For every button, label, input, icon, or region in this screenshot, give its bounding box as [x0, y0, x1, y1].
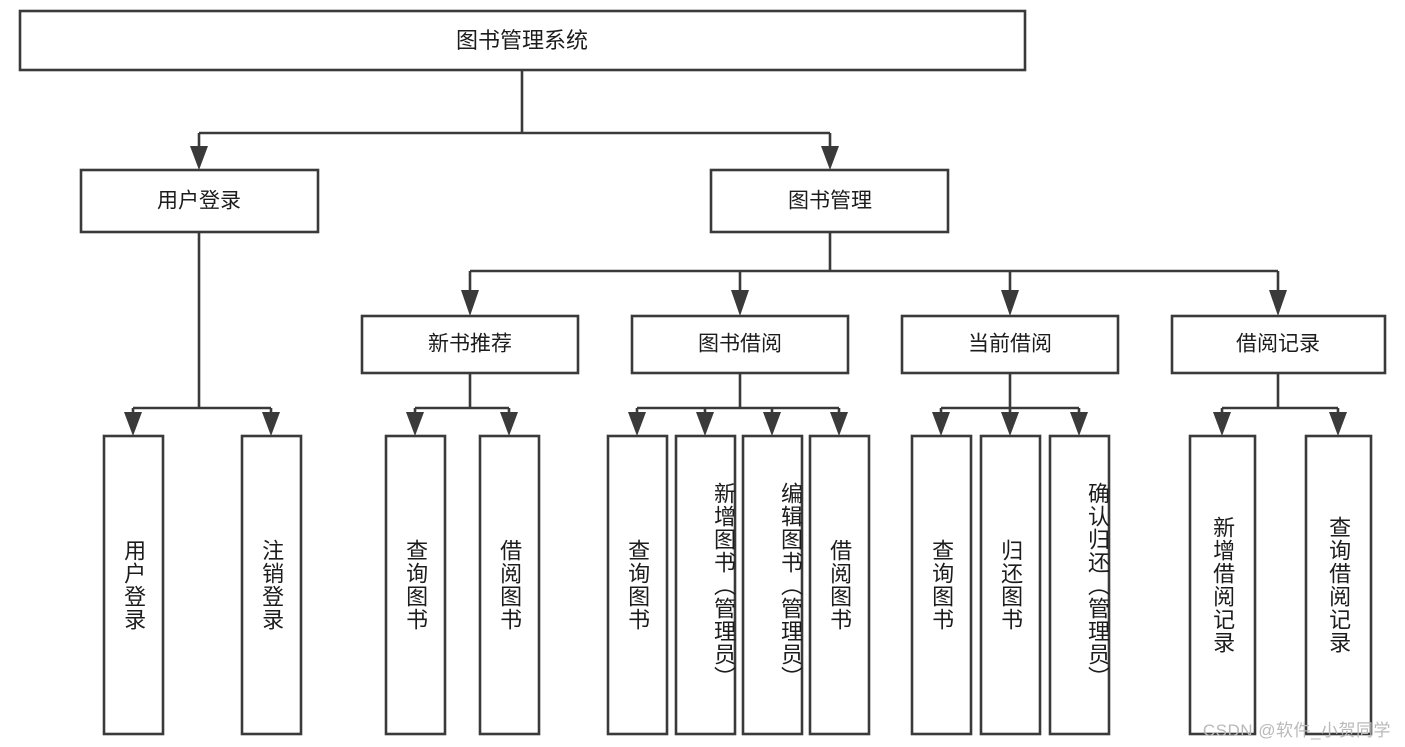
- arrow-currentborrow-leaf-1: [932, 412, 950, 436]
- node-box-user-login[interactable]: [79, 168, 320, 234]
- arrow-root-to-user-login: [190, 146, 208, 170]
- node-label-borrow-record: 借阅记录: [1236, 333, 1320, 356]
- arrow-newbook-leaf-1: [406, 412, 424, 436]
- leaf-box-new-book-1[interactable]: [384, 434, 447, 736]
- arrow-bookborrow-leaf-1: [628, 412, 646, 436]
- leaf-box-book-borrow-2[interactable]: [674, 434, 737, 736]
- arrow-currentborrow-leaf-2: [1001, 412, 1019, 436]
- node-box-borrow-record[interactable]: [1170, 314, 1387, 375]
- node-label-root: 图书管理系统: [456, 28, 588, 53]
- leaf-box-book-borrow-1[interactable]: [606, 434, 669, 736]
- leaf-box-user-login-2[interactable]: [240, 434, 303, 736]
- arrow-newbook-leaf-2: [500, 412, 518, 436]
- node-label-new-book-recommend: 新书推荐: [428, 333, 512, 356]
- node-label-book-management: 图书管理: [788, 190, 872, 213]
- arrow-bookmgmt-to-new-book: [461, 290, 479, 316]
- arrow-bookmgmt-to-book-borrow: [731, 290, 749, 316]
- arrow-bookmgmt-to-current-borrow: [1001, 290, 1019, 316]
- arrow-root-to-book-mgmt: [821, 146, 839, 170]
- arrow-borrowrecord-leaf-1: [1213, 412, 1231, 436]
- arrow-userlogin-leaf-2: [262, 412, 280, 436]
- node-box-root[interactable]: [18, 9, 1027, 72]
- arrow-userlogin-leaf-1: [124, 412, 142, 436]
- csdn-watermark: CSDN @软件_小贺同学: [1202, 721, 1391, 740]
- leaf-box-new-book-2[interactable]: [478, 434, 541, 736]
- node-label-book-borrow: 图书借阅: [698, 333, 782, 356]
- leaf-box-current-borrow-1[interactable]: [910, 434, 973, 736]
- connector-layer: [124, 70, 1347, 436]
- arrow-bookborrow-leaf-4: [830, 412, 848, 436]
- arrow-currentborrow-leaf-3: [1070, 412, 1088, 436]
- node-box-new-book-recommend[interactable]: [360, 314, 580, 375]
- node-label-current-borrow: 当前借阅: [968, 333, 1052, 356]
- leaf-box-book-borrow-3[interactable]: [741, 434, 804, 736]
- leaf-box-borrow-record-1[interactable]: [1188, 434, 1257, 736]
- leaf-box-current-borrow-2[interactable]: [979, 434, 1042, 736]
- node-box-book-management[interactable]: [709, 168, 950, 234]
- leaf-box-borrow-record-2[interactable]: [1304, 434, 1373, 736]
- leaf-box-user-login-1[interactable]: [102, 434, 165, 736]
- node-box-book-borrow[interactable]: [630, 314, 850, 375]
- leaf-box-current-borrow-3[interactable]: [1048, 434, 1111, 736]
- arrow-bookmgmt-to-borrow-record: [1269, 290, 1287, 316]
- arrow-borrowrecord-leaf-2: [1329, 412, 1347, 436]
- node-box-current-borrow[interactable]: [900, 314, 1120, 375]
- node-layer: 图书管理系统 用户登录 图书管理 新书推荐 图书借阅 当前借阅 借阅记录: [18, 9, 1387, 736]
- node-label-user-login: 用户登录: [157, 190, 241, 213]
- arrow-bookborrow-leaf-2: [696, 412, 714, 436]
- leaf-box-book-borrow-4[interactable]: [808, 434, 871, 736]
- arrow-bookborrow-leaf-3: [763, 412, 781, 436]
